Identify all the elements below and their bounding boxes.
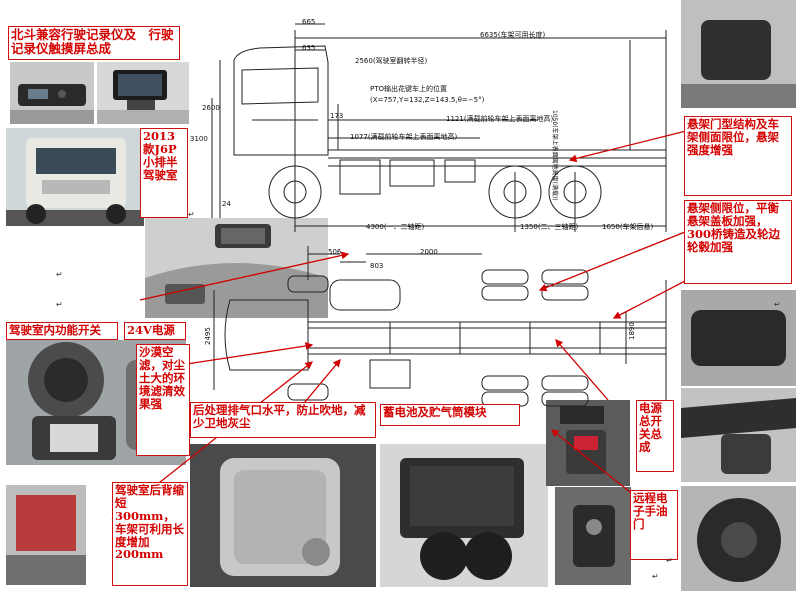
- suspension-photo-middle: [681, 290, 796, 386]
- callout-suspension-stabilizer: 悬架门型结构及车架侧面限位，悬架强度增强: [684, 116, 792, 196]
- top-view-drawing: [213, 246, 667, 410]
- dim-2000: 2000: [420, 248, 438, 256]
- return-mark: ↵: [666, 556, 673, 565]
- callout-beidou-recorder: 北斗兼容行驶记录仪及 行驶记录仪触摸屏总成: [8, 26, 180, 60]
- callout-remote-throttle: 远程电子手油门: [630, 490, 678, 560]
- recorder-photo-1: [10, 62, 94, 124]
- dim-1350: 1350(二、三轴距): [520, 223, 579, 231]
- callout-battery-tank: 蓄电池及贮气筒模块: [380, 404, 520, 426]
- callout-cab-switches: 驾驶室内功能开关: [6, 322, 118, 340]
- dim-635: 635: [302, 44, 316, 52]
- dim-4300: 4300(一、二轴距): [366, 223, 425, 231]
- dim-pto-coords: (X=757,Y=132,Z=143.5,θ=−5°): [370, 96, 485, 104]
- callout-exhaust-level: 后处理排气口水平，防止吹地，减少卫地灰尘: [190, 402, 376, 438]
- return-mark: ↵: [652, 572, 659, 581]
- callout-desert-filter: 沙漠空滤，对尘土大的环境滤清效果强: [136, 344, 190, 456]
- battery-tank-photo: [380, 444, 548, 587]
- callout-cab-rear-wall: 驾驶室后背缩短300mm，车架可利用长度增加200mm: [112, 482, 188, 586]
- recorder-photo-2: [97, 62, 189, 124]
- side-view-drawing: [211, 23, 667, 232]
- callout-suspension-limit: 悬架侧限位，平衡悬架盖板加强，300桥铸造及轮边轮毂加强: [684, 200, 792, 284]
- return-mark: ↵: [774, 300, 781, 309]
- dim-1077: 1077(满载前轮车架上表面离地高): [350, 133, 458, 141]
- truck-cab-photo: [6, 128, 144, 226]
- callout-power-24v: 24V电源: [124, 322, 186, 340]
- cab-rear-photo: [6, 485, 86, 585]
- dim-665: 665: [302, 18, 316, 26]
- return-mark: ↵: [188, 210, 195, 219]
- hub-photo: [681, 486, 796, 591]
- power-switch-photo: [546, 400, 630, 486]
- dim-24: 24: [222, 200, 231, 208]
- dim-pto-title: PTO输出花键车上的位置: [370, 85, 448, 93]
- dim-173: 173: [330, 112, 344, 120]
- dim-3100: 3100: [190, 135, 208, 143]
- throttle-photo: [555, 487, 631, 585]
- dim-2560: 2560(驾驶室翻转半径): [355, 57, 428, 65]
- dim-6635: 6635(车架可用长度): [480, 31, 546, 39]
- dim-803: 803: [370, 262, 384, 270]
- exhaust-photo: [190, 444, 376, 587]
- dim-1121: 1121(满载前轮车架上表面离地高): [446, 115, 554, 123]
- axle-photo: [681, 388, 796, 482]
- callout-cab-2013-j6p: 2013款J6P小排半驾驶室: [140, 128, 188, 218]
- dashboard-photo: [145, 218, 328, 318]
- dim-506: 506: [328, 248, 342, 256]
- dim-1650: 1650(车架后悬): [602, 223, 654, 231]
- suspension-photo-top: [681, 0, 796, 108]
- dim-2600: 2600: [202, 104, 220, 112]
- return-mark: ↵: [56, 300, 63, 309]
- callout-power-switch: 电源总开关总成: [636, 400, 674, 472]
- return-mark: ↵: [56, 270, 63, 279]
